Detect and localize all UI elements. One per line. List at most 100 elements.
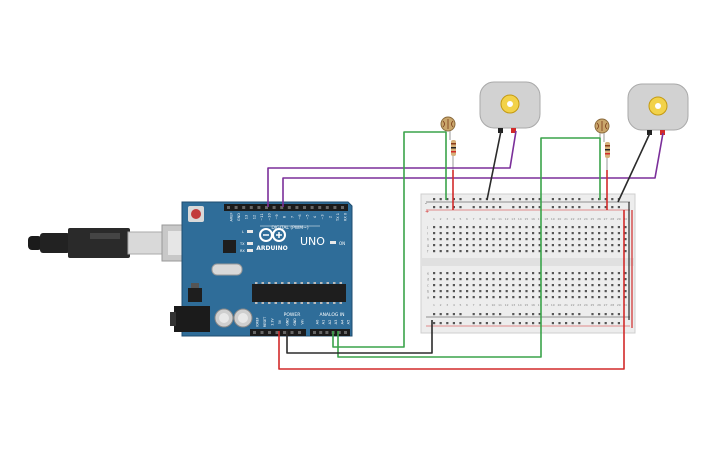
digital-header	[224, 204, 348, 211]
svg-text:24: 24	[584, 303, 588, 307]
svg-text:2: 2	[440, 217, 442, 221]
uno-model-label: UNO	[300, 235, 325, 248]
svg-text:17: 17	[538, 217, 542, 221]
svg-text:L: L	[242, 230, 244, 234]
power-pin-label: GND	[286, 318, 290, 326]
svg-text:4: 4	[453, 217, 455, 221]
digital-pin-label: 2	[328, 216, 332, 218]
power-header-label: POWER	[284, 312, 301, 318]
analog-header	[310, 329, 350, 336]
svg-text:22: 22	[571, 303, 575, 307]
svg-text:13: 13	[511, 217, 515, 221]
svg-text:5: 5	[459, 217, 461, 221]
svg-text:18: 18	[544, 217, 548, 221]
row-letter: c	[427, 284, 429, 288]
wire-green-sensor-left	[332, 131, 447, 348]
analog-pin-label: A1	[322, 320, 326, 325]
svg-text:6: 6	[466, 217, 468, 221]
analog-pin-label: A2	[328, 320, 332, 325]
row-letter: i	[427, 232, 428, 236]
digital-pin-label: ~6	[298, 214, 302, 219]
power-pin-label: IOREF	[256, 317, 260, 327]
digital-pin-label: 8	[283, 216, 287, 218]
svg-text:9: 9	[486, 217, 488, 221]
svg-text:6: 6	[466, 303, 468, 307]
wire-purple-motor-right	[282, 132, 664, 207]
svg-text:2: 2	[440, 303, 442, 307]
svg-text:17: 17	[538, 303, 542, 307]
svg-text:23: 23	[577, 303, 581, 307]
usb-interface-chip	[223, 240, 236, 253]
breadboard[interactable]: + - 112233445566778899101011111212131314…	[420, 193, 636, 334]
svg-text:20: 20	[557, 303, 561, 307]
svg-text:12: 12	[505, 217, 509, 221]
row-letter: a	[427, 296, 429, 300]
svg-text:23: 23	[577, 217, 581, 221]
digital-pin-label: GND	[237, 213, 241, 221]
svg-text:RX: RX	[240, 249, 245, 253]
row-letter: b	[427, 290, 430, 294]
svg-text:21: 21	[564, 303, 568, 307]
svg-text:11: 11	[498, 303, 502, 307]
usb-cable	[28, 224, 209, 262]
wire-black-motor-left	[486, 130, 502, 201]
svg-text:3: 3	[446, 217, 448, 221]
svg-text:30: 30	[623, 217, 627, 221]
svg-text:27: 27	[604, 217, 608, 221]
svg-text:21: 21	[564, 217, 568, 221]
power-led	[330, 241, 336, 244]
svg-text:27: 27	[604, 303, 608, 307]
svg-text:15: 15	[524, 303, 528, 307]
svg-text:1: 1	[433, 217, 435, 221]
digital-pin-label: ~5	[306, 214, 310, 219]
svg-text:16: 16	[531, 303, 535, 307]
svg-text:8: 8	[479, 217, 481, 221]
power-jack[interactable]	[174, 306, 210, 332]
svg-text:20: 20	[557, 217, 561, 221]
arduino-brand-label: ARDUINO	[256, 245, 287, 252]
digital-pin-label: 12	[252, 215, 256, 219]
dc-motor-left[interactable]	[479, 81, 541, 133]
analog-pin-label: A5	[347, 320, 351, 325]
wires[interactable]	[267, 130, 664, 370]
svg-text:24: 24	[584, 217, 588, 221]
arduino-logo-icon	[259, 228, 286, 242]
svg-text:26: 26	[597, 303, 601, 307]
svg-text:28: 28	[610, 217, 614, 221]
svg-text:8: 8	[479, 303, 481, 307]
dc-motor-right[interactable]	[627, 83, 689, 135]
status-leds: L TX RX	[239, 230, 253, 253]
svg-text:7: 7	[473, 217, 475, 221]
svg-text:9: 9	[486, 303, 488, 307]
svg-text:14: 14	[518, 217, 522, 221]
svg-text:TX: TX	[239, 242, 245, 246]
svg-text:1: 1	[433, 303, 435, 307]
digital-pin-label: 4	[313, 215, 317, 218]
wire-black-ground	[286, 320, 433, 354]
svg-text:7: 7	[473, 303, 475, 307]
digital-pin-label: ~10	[268, 213, 272, 220]
svg-text:25: 25	[590, 303, 594, 307]
svg-text:19: 19	[551, 303, 555, 307]
row-letter: f	[427, 250, 429, 254]
svg-text:5: 5	[459, 303, 461, 307]
svg-text:16: 16	[531, 217, 535, 221]
power-pin-label: Vin	[301, 319, 305, 324]
svg-text:18: 18	[544, 303, 548, 307]
wire-red-5v	[278, 210, 625, 370]
row-letter: j	[426, 226, 428, 230]
wire-purple-motor-left	[267, 130, 517, 207]
analog-pin-label: A0	[316, 320, 320, 325]
rail-plus-label: +	[425, 209, 429, 215]
digital-pin-label: ~9	[275, 214, 279, 219]
svg-text:13: 13	[511, 303, 515, 307]
power-pin-label: 5V	[278, 319, 282, 324]
crystal-oscillator	[211, 263, 243, 276]
atmega-microcontroller	[252, 284, 346, 302]
analog-pin-label: A4	[340, 319, 344, 324]
svg-text:15: 15	[524, 217, 528, 221]
svg-text:10: 10	[491, 217, 495, 221]
svg-text:30: 30	[623, 303, 627, 307]
